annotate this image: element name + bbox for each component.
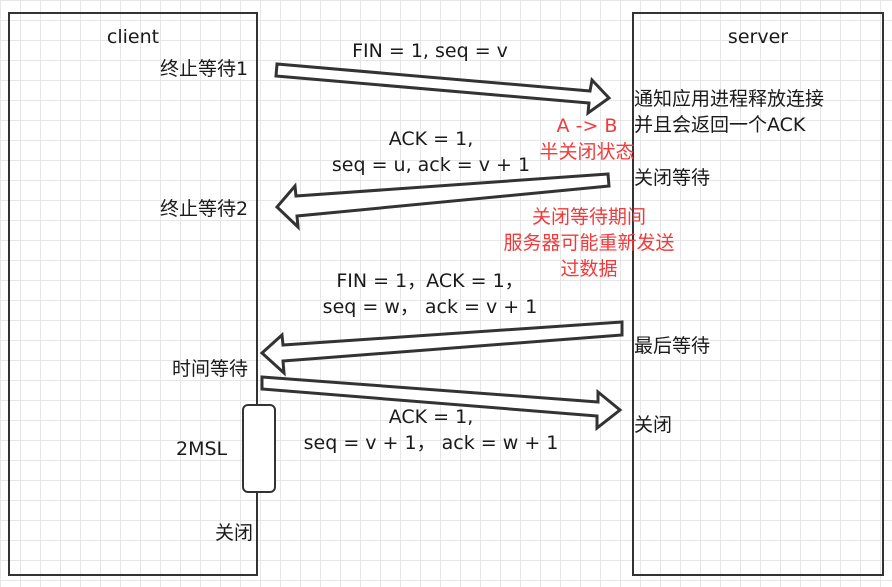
client-state-fin-wait-2: 终止等待2 (160, 198, 249, 220)
client-state-2msl: 2MSL (176, 438, 228, 460)
close-wait-note-3: 过数据 (560, 258, 618, 280)
close-wait-note-1: 关闭等待期间 (531, 206, 646, 228)
msg-ack2-line2: seq = v + 1， ack = w + 1 (303, 432, 559, 454)
close-wait-note-2: 服务器可能重新发送 (503, 232, 675, 254)
msg-fin2: FIN = 1，ACK = 1， seq = w， ack = v + 1 (300, 268, 560, 320)
half-close-annotation: A -> B 半关闭状态 (524, 113, 650, 165)
msg-fin2-line1: FIN = 1，ACK = 1， (336, 270, 524, 292)
fin1-arrow (274, 62, 612, 117)
msg-ack1-line1: ACK = 1, (388, 128, 474, 150)
half-close-direction: A -> B (556, 115, 618, 137)
client-title: client (106, 26, 160, 48)
server-state-last-ack: 最后等待 (634, 335, 711, 357)
server-title: server (727, 26, 789, 48)
ack2-arrow (260, 375, 623, 432)
server-state-closed: 关闭 (634, 414, 673, 436)
server-note-return-ack: 并且会返回一个ACK (634, 114, 806, 136)
client-state-fin-wait-1: 终止等待1 (160, 58, 249, 80)
server-lane: server (632, 12, 884, 576)
msg-ack2: ACK = 1, seq = v + 1， ack = w + 1 (286, 404, 576, 456)
close-wait-annotation: 关闭等待期间 服务器可能重新发送 过数据 (484, 204, 694, 282)
msg-fin1-line: FIN = 1, seq = v (352, 40, 508, 62)
msg-fin1: FIN = 1, seq = v (340, 38, 520, 64)
client-state-closed: 关闭 (215, 522, 254, 544)
server-state-close-wait: 关闭等待 (634, 167, 711, 189)
ack1-arrow (274, 172, 611, 231)
fin2-arrow (259, 320, 624, 377)
half-close-label: 半关闭状态 (539, 141, 635, 163)
msg-ack1-line2: seq = u, ack = v + 1 (331, 154, 531, 176)
server-note-notify-app: 通知应用进程释放连接 (634, 88, 825, 110)
msg-ack1: ACK = 1, seq = u, ack = v + 1 (326, 126, 536, 178)
client-lane: client (8, 12, 258, 576)
msg-ack2-line1: ACK = 1, (388, 406, 474, 428)
2msl-timer (242, 404, 276, 493)
msg-fin2-line2: seq = w， ack = v + 1 (322, 296, 538, 318)
client-state-time-wait: 时间等待 (172, 358, 249, 380)
